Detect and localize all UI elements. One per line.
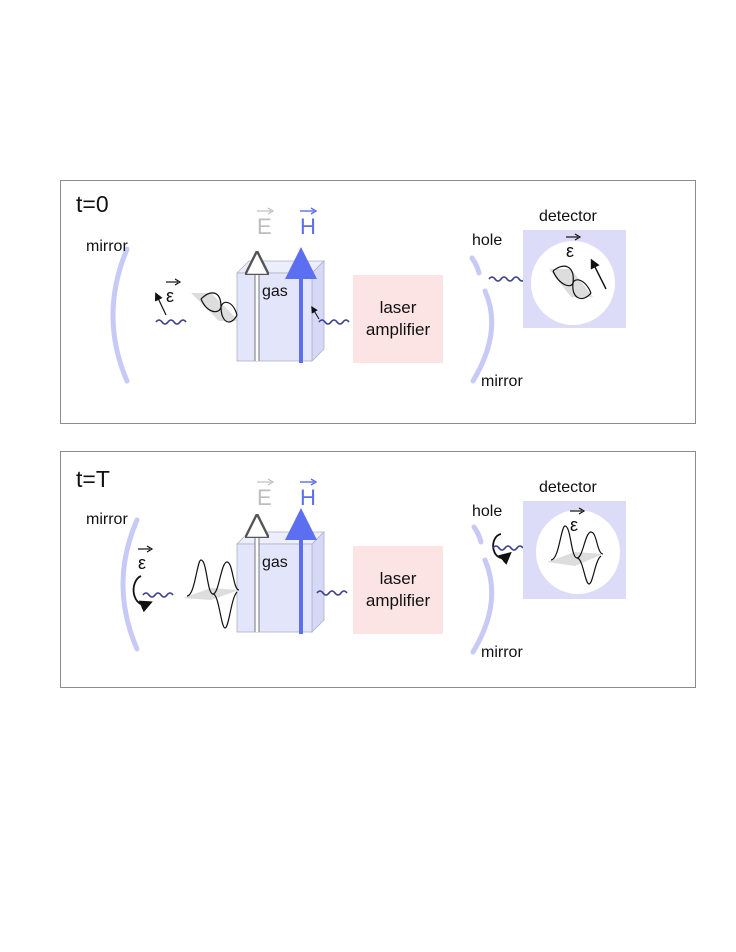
detector-label: detector xyxy=(539,208,597,225)
diagram-tT xyxy=(120,501,626,655)
epsilon-label-detector: ε xyxy=(570,507,586,534)
wave-left xyxy=(191,292,239,323)
rotation-left xyxy=(132,575,153,613)
hole-label: hole xyxy=(472,503,503,520)
epsilon-label-detector: ε xyxy=(566,233,582,260)
time-label: t=0 xyxy=(76,191,109,217)
time-label: t=T xyxy=(76,466,110,492)
wave-detector xyxy=(547,525,604,585)
mirror-right-label: mirror xyxy=(481,373,523,390)
right-mirror-lower xyxy=(470,557,495,655)
h-field-label: H xyxy=(300,478,317,509)
gas-cell xyxy=(236,260,325,362)
photon-hole xyxy=(488,276,526,282)
amplifier-label-line2: amplifier xyxy=(365,591,431,610)
gas-label: gas xyxy=(262,283,288,300)
h-field-label: H xyxy=(300,207,317,238)
detector-label: detector xyxy=(539,479,597,496)
left-mirror xyxy=(110,246,130,384)
right-mirror-upper xyxy=(471,524,484,545)
epsilon-label-left: ε xyxy=(166,278,182,305)
diagram-t0 xyxy=(110,230,626,384)
photon-left xyxy=(155,319,187,325)
amplifier-label-line1: laser xyxy=(379,569,417,588)
photon-gas xyxy=(318,319,350,325)
panel-tT: t=T mirror gas laser amplifier hole mirr… xyxy=(60,451,696,688)
mirror-left-label: mirror xyxy=(86,238,128,255)
rotation-hole xyxy=(492,533,512,565)
photon-gas xyxy=(316,590,348,596)
photon-left xyxy=(142,592,174,598)
right-mirror-upper xyxy=(469,255,482,276)
e-field-label: E xyxy=(257,207,274,238)
amplifier-label-line2: amplifier xyxy=(365,320,431,339)
laser-amplifier: laser amplifier xyxy=(353,275,443,363)
gas-label: gas xyxy=(262,554,288,571)
mirror-left-label: mirror xyxy=(86,511,128,528)
laser-amplifier: laser amplifier xyxy=(353,546,443,634)
e-field-label: E xyxy=(257,478,274,509)
panel-t0: t=0 mirror gas laser amplifier hole mirr… xyxy=(60,180,696,424)
mirror-right-label: mirror xyxy=(481,644,523,661)
detector-window xyxy=(536,510,620,594)
amplifier-label-line1: laser xyxy=(379,298,417,317)
left-mirror xyxy=(120,517,140,652)
wave-detector xyxy=(549,265,593,300)
epsilon-label-left: ε xyxy=(138,545,154,572)
photon-hole xyxy=(492,545,524,551)
right-mirror-lower xyxy=(470,288,495,384)
wave-left xyxy=(183,559,240,629)
gas-cell xyxy=(236,531,325,633)
hole-label: hole xyxy=(472,232,503,249)
